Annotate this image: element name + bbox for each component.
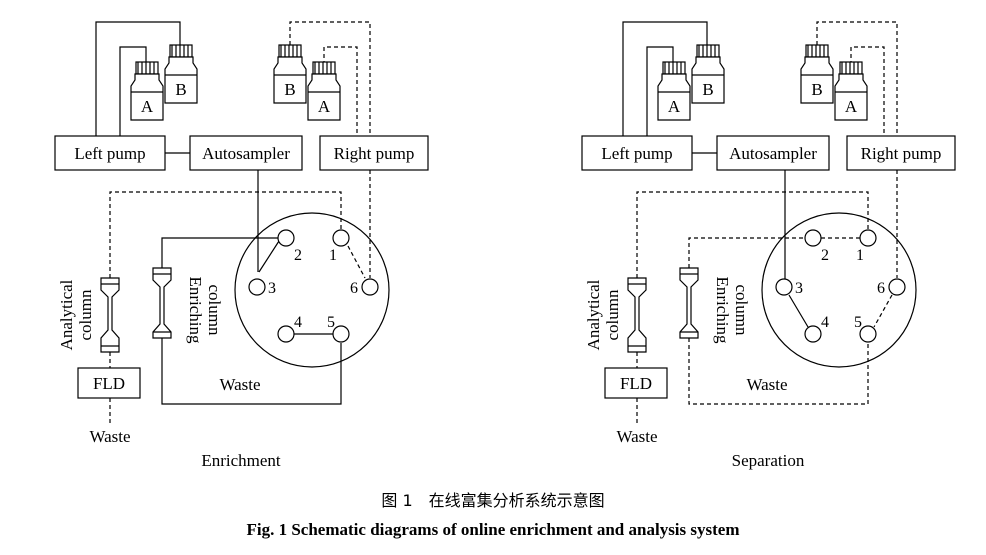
valve-waste-label: Waste — [219, 375, 260, 394]
tube-bottle-b-right-pump — [816, 21, 898, 140]
right-pump-box — [319, 135, 429, 171]
right-pump-label: Right pump — [861, 144, 942, 163]
bottle-b-label: B — [702, 80, 713, 99]
dashed-enriching-port2 — [688, 237, 805, 268]
enriching-column — [679, 267, 699, 339]
left-pump-label: Left pump — [74, 144, 145, 163]
six-port-valve — [761, 212, 917, 368]
port-6 — [888, 278, 906, 296]
port-4 — [804, 325, 822, 343]
analytical-column-label-line1: Analytical — [57, 279, 76, 350]
bottle-b-label: B — [811, 80, 822, 99]
bottle-b-left: B — [164, 44, 198, 104]
port-4 — [277, 325, 295, 343]
port-5 — [332, 325, 350, 343]
left-pump-label: Left pump — [601, 144, 672, 163]
bottle-b-label: B — [284, 80, 295, 99]
port-4-label: 4 — [821, 314, 829, 331]
port-3-label: 3 — [795, 280, 803, 297]
autosampler-label: Autosampler — [202, 144, 290, 163]
port-1 — [332, 229, 350, 247]
dashed-link-port6-port5 — [873, 294, 893, 328]
enriching-column-label-line1: Enriching — [186, 276, 205, 344]
solid-enriching-port5 — [161, 338, 342, 405]
bottle-a-label: A — [668, 97, 681, 116]
port-2-label: 2 — [294, 247, 302, 264]
right-pump-box — [846, 135, 956, 171]
left-pump-box — [54, 135, 166, 171]
analytical-column — [100, 277, 120, 353]
port-5 — [859, 325, 877, 343]
bottle-a-left: A — [657, 61, 691, 121]
port-2 — [277, 229, 295, 247]
port-6-label: 6 — [877, 280, 885, 297]
bottle-a-label: A — [318, 97, 331, 116]
six-port-valve — [234, 212, 390, 368]
panel-title-separation: Separation — [732, 451, 805, 470]
port-6-label: 6 — [350, 280, 358, 297]
dashed-enriching-port5 — [688, 338, 869, 405]
port-1-label: 1 — [329, 247, 337, 264]
waste-bottom-label: Waste — [89, 427, 130, 446]
panel-separation: A B B A Left pump Autosampler — [581, 21, 956, 470]
port-4-label: 4 — [294, 314, 302, 331]
analytical-column-label-line2: column — [603, 289, 622, 340]
port-1-label: 1 — [856, 247, 864, 264]
dashed-path-analytical-port1 — [109, 191, 342, 278]
bottle-a-right: A — [307, 61, 341, 121]
tube-bottle-b-left-pump — [95, 21, 181, 140]
enriching-column-label-line2: column — [205, 285, 224, 336]
fld-label: FLD — [620, 374, 652, 393]
right-pump-label: Right pump — [334, 144, 415, 163]
tube-bottle-a-right-pump — [323, 46, 358, 140]
bottle-b-right: B — [800, 44, 834, 104]
autosampler-box — [716, 135, 830, 171]
tube-bottle-a-left-pump — [119, 46, 147, 140]
bottle-b-label: B — [175, 80, 186, 99]
port-6 — [361, 278, 379, 296]
dashed-path-analytical-port1 — [636, 191, 869, 278]
port-2 — [804, 229, 822, 247]
caption-english: Fig. 1 Schematic diagrams of online enri… — [247, 520, 740, 539]
fld-label: FLD — [93, 374, 125, 393]
bottle-a-right: A — [834, 61, 868, 121]
port-3 — [775, 278, 793, 296]
fld-box — [604, 367, 668, 399]
port-3-label: 3 — [268, 280, 276, 297]
enriching-column-label-line1: Enriching — [713, 276, 732, 344]
autosampler-label: Autosampler — [729, 144, 817, 163]
bottle-a-label: A — [141, 97, 154, 116]
left-pump-box — [581, 135, 693, 171]
bottle-b-left: B — [691, 44, 725, 104]
tube-bottle-a-left-pump — [646, 46, 674, 140]
valve-waste-label: Waste — [746, 375, 787, 394]
enriching-column-label-line2: column — [732, 285, 751, 336]
autosampler-box — [189, 135, 303, 171]
waste-bottom-label: Waste — [616, 427, 657, 446]
analytical-column-label-line2: column — [76, 289, 95, 340]
panel-enrichment: A B B A Left pump A — [54, 21, 429, 470]
bottle-a-label: A — [845, 97, 858, 116]
tube-bottle-b-right-pump — [289, 21, 371, 140]
port-3 — [248, 278, 266, 296]
port-1 — [859, 229, 877, 247]
fld-box — [77, 367, 141, 399]
solid-enriching-port2 — [161, 237, 278, 268]
analytical-column — [627, 277, 647, 353]
bottle-b-right: B — [273, 44, 307, 104]
tube-bottle-a-right-pump — [850, 46, 885, 140]
port-5-label: 5 — [854, 314, 862, 331]
port-2-label: 2 — [821, 247, 829, 264]
solid-link-port3-port2 — [258, 240, 280, 273]
analytical-column-label-line1: Analytical — [584, 279, 603, 350]
caption-chinese: 图 1 在线富集分析系统示意图 — [381, 491, 604, 510]
enriching-column — [152, 267, 172, 339]
solid-link-port3-port4 — [788, 294, 809, 328]
dashed-link-port1-port6 — [347, 245, 366, 279]
bottle-a-left: A — [130, 61, 164, 121]
port-5-label: 5 — [327, 314, 335, 331]
tube-bottle-b-left-pump — [622, 21, 708, 140]
panel-title-enrichment: Enrichment — [201, 451, 281, 470]
